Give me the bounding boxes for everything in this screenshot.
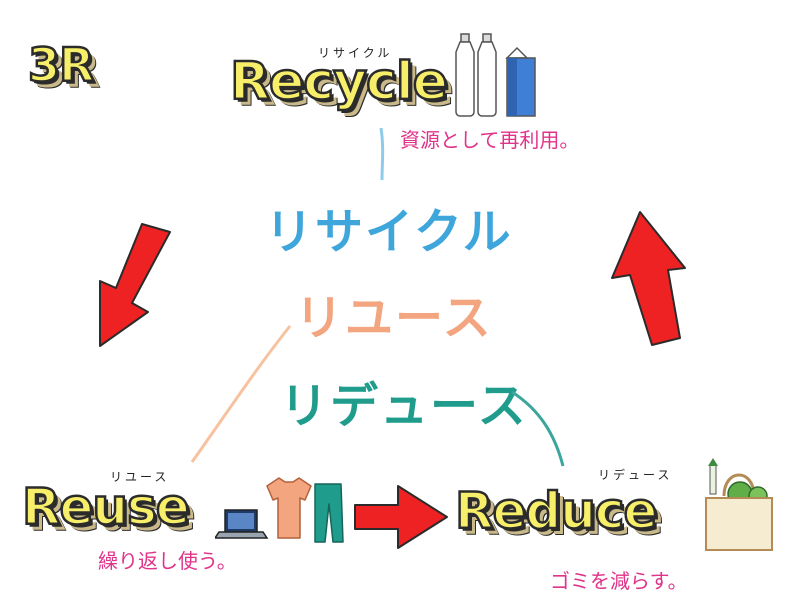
reuse-icons bbox=[215, 477, 344, 543]
reuse-ruby: リユース bbox=[110, 470, 170, 484]
tshirt-icon bbox=[266, 477, 312, 539]
plastic-bottle-icon bbox=[455, 33, 475, 117]
reduce-ruby: リデュース bbox=[598, 468, 673, 482]
jeans-icon bbox=[314, 483, 344, 543]
reduce-icons bbox=[705, 458, 773, 551]
reduce-word: Reduce bbox=[454, 481, 659, 542]
arrow-to-reduce bbox=[354, 485, 448, 549]
center-label-reuse: リユース bbox=[295, 290, 493, 346]
recycle-description: 資源として再利用。 bbox=[400, 128, 580, 152]
recycle-connector bbox=[379, 127, 385, 181]
center-label-recycle: リサイクル bbox=[265, 204, 513, 260]
recycle-word: Recycle bbox=[229, 51, 449, 114]
shopping-bag-icon bbox=[705, 458, 773, 551]
center-label-reduce: リデュース bbox=[280, 378, 528, 434]
reduce-connector bbox=[511, 390, 565, 467]
reuse-word: Reuse bbox=[21, 477, 191, 538]
reduce-description: ゴミを減らす。 bbox=[550, 569, 688, 593]
arrow-to-reuse bbox=[99, 223, 171, 347]
recycle-icons bbox=[455, 33, 536, 117]
reuse-connector bbox=[190, 325, 292, 463]
arrow-to-recycle bbox=[611, 211, 686, 346]
diagram-title: 3R bbox=[27, 37, 96, 94]
plastic-bottle-icon bbox=[477, 33, 497, 117]
recycle-ruby: リサイクル bbox=[318, 46, 393, 60]
laptop-icon bbox=[215, 509, 269, 539]
reuse-description: 繰り返し使う。 bbox=[98, 549, 237, 573]
milk-carton-icon bbox=[505, 46, 536, 117]
